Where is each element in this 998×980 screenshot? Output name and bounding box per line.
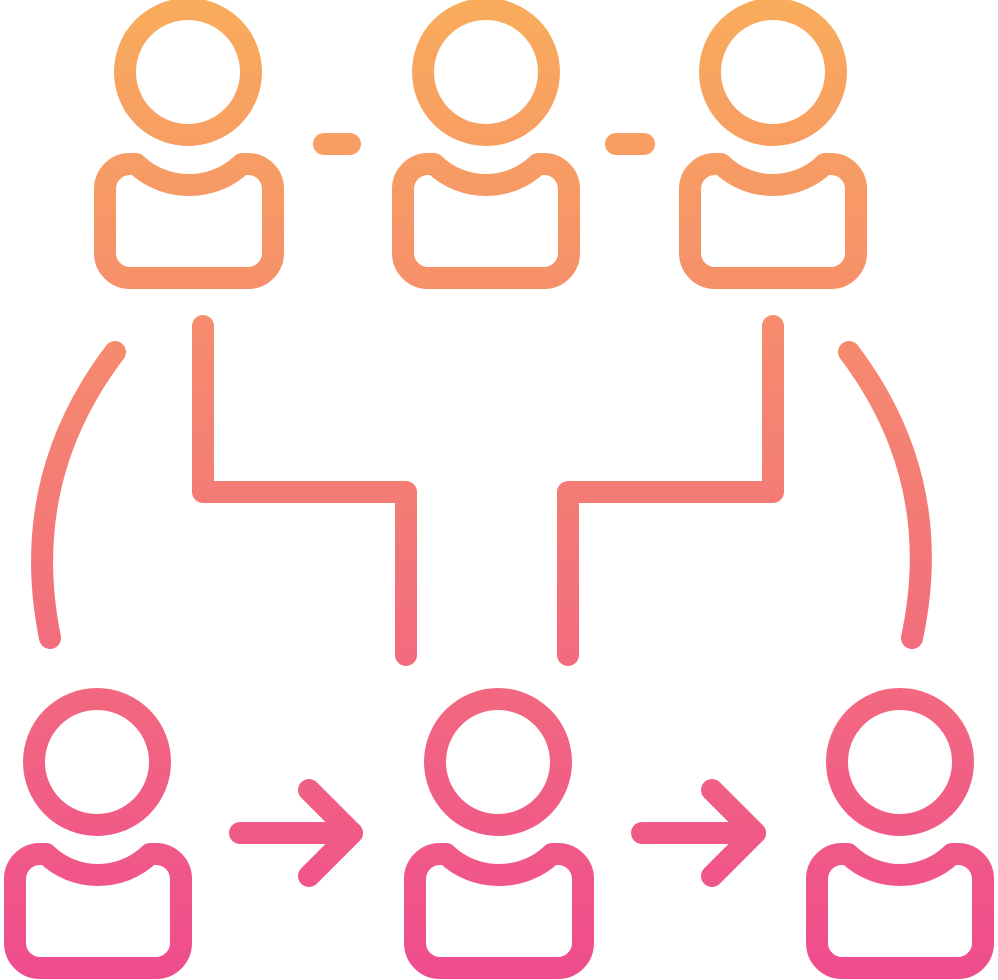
person-icon-bottom-center <box>404 688 594 979</box>
person-head <box>699 0 847 146</box>
arrow-right-icon-left <box>229 779 363 887</box>
elbow-connector-right <box>557 315 784 666</box>
person-head <box>23 688 171 836</box>
person-head <box>826 688 974 836</box>
person-icon-top-right <box>679 0 867 289</box>
person-head <box>412 0 560 146</box>
person-body <box>404 843 594 979</box>
person-body <box>392 153 580 289</box>
arrow-right-icon-right <box>631 779 766 887</box>
person-head <box>424 688 572 836</box>
arc-connector-left <box>31 341 126 649</box>
person-body <box>94 153 284 289</box>
person-body <box>806 843 994 979</box>
arc-connector-right <box>838 341 932 649</box>
elbow-connector-left <box>192 315 417 666</box>
person-icon-bottom-right <box>806 688 994 979</box>
person-icon-top-left <box>94 0 284 289</box>
person-body <box>4 843 192 979</box>
person-icon-top-center <box>392 0 580 289</box>
person-body <box>679 153 867 289</box>
person-icon-bottom-left <box>4 688 192 979</box>
person-head <box>114 0 262 146</box>
